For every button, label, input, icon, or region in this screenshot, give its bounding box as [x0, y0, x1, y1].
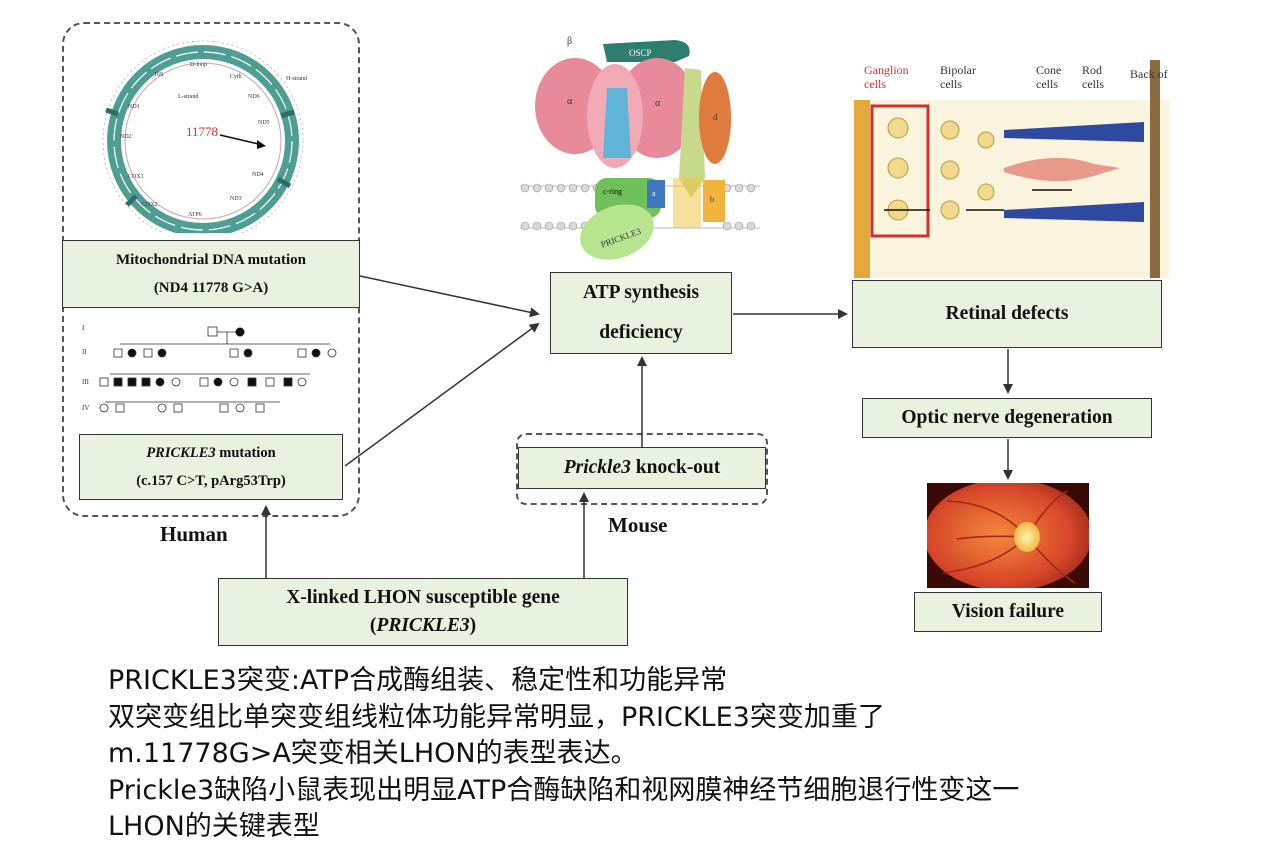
prickle3-knockout-label: Prickle3 knock-out [564, 457, 721, 479]
svg-text:16S: 16S [154, 72, 163, 78]
svg-text:ND4: ND4 [252, 172, 264, 178]
arrow-mtdna-to-atp [359, 275, 540, 318]
svg-text:COX1: COX1 [128, 174, 144, 180]
atp-synthase-illustration: OSCP β α α d c-ring a b PRICKLE3 [520, 36, 760, 260]
atp-label-a: a [652, 189, 656, 198]
pedigree-gen-3: III [82, 378, 90, 386]
retinal-defects-label: Retinal defects [945, 303, 1069, 324]
pedigree-gen-2: II [82, 348, 87, 356]
summary-text: PRICKLE3突变:ATP合成酶组装、稳定性和功能异常 双突变组比单突变组线粒… [108, 663, 1228, 846]
summary-line-4: Prickle3缺陷小鼠表现出明显ATP合酶缺陷和视网膜神经节细胞退行性变这一 [108, 774, 1020, 806]
mtdna-mutation-box: Mitochondrial DNA mutation (ND4 11778 G>… [62, 240, 360, 308]
retina-label-back: Back of eye [1130, 67, 1169, 81]
knockout-suffix: knock-out [630, 457, 721, 478]
prickle3-knockout-box: Prickle3 knock-out [518, 447, 766, 489]
optic-degeneration-label: Optic nerve degeneration [901, 407, 1113, 428]
prickle3-mutation-box: PRICKLE3 mutation (c.157 C>T, pArg53Trp) [79, 434, 343, 500]
atp-label-b: b [710, 195, 714, 204]
xlinked-gene-name: PRICKLE3 [376, 615, 470, 636]
mtdna-mutation-title: Mitochondrial DNA mutation [115, 252, 306, 268]
svg-text:Cytb: Cytb [230, 74, 242, 80]
prickle3-mutation-title: PRICKLE3 mutation [146, 439, 275, 467]
pedigree-gen-1: I [82, 324, 85, 332]
prickle3-mutation-suffix: mutation [215, 445, 276, 461]
knockout-gene-name: Prickle3 [563, 457, 631, 478]
fundus-image [927, 483, 1089, 588]
xlinked-open-paren: ( [369, 615, 377, 636]
svg-text:ATP6: ATP6 [188, 212, 202, 218]
atp-label-beta: β [567, 36, 572, 47]
atp-deficiency-line2: deficiency [599, 322, 683, 343]
atp-deficiency-line1: ATP synthesis [582, 282, 700, 303]
svg-text:ND6: ND6 [248, 94, 260, 100]
arrow-prickle-to-atp [344, 322, 540, 467]
xlinked-close-paren: ) [469, 615, 477, 636]
xlinked-gene-box: X-linked LHON susceptible gene (PRICKLE3… [218, 578, 628, 646]
pedigree-gen-4: IV [82, 404, 89, 412]
mouse-caption: Mouse [608, 513, 668, 537]
atp-label-oscp: OSCP [629, 48, 652, 58]
summary-line-1: PRICKLE3突变:ATP合成酶组装、稳定性和功能异常 [108, 665, 728, 696]
svg-text:D-loop: D-loop [190, 62, 207, 68]
xlinked-line1: X-linked LHON susceptible gene [286, 587, 560, 608]
atp-label-c-ring: c-ring [603, 187, 622, 196]
svg-text:COX2: COX2 [142, 202, 158, 208]
svg-text:ND5: ND5 [258, 120, 270, 126]
svg-text:H-strand: H-strand [286, 76, 307, 82]
summary-line-3: m.11778G>A突变相关LHON的表型表达。 [108, 738, 638, 769]
vision-failure-label: Vision failure [951, 601, 1065, 622]
pedigree-chart: I II III IV [82, 324, 337, 413]
summary-line-2: 双突变组比单突变组线粒体功能异常明显，PRICKLE3突变加重了 [108, 701, 885, 733]
vision-failure-box: Vision failure [914, 592, 1102, 632]
atp-label-alpha-right: α [655, 98, 661, 109]
mtdna-mutation-detail: (ND4 11778 G>A) [153, 280, 269, 296]
svg-text:L-strand: L-strand [178, 94, 198, 100]
atp-label-d: d [713, 112, 718, 122]
svg-text:ND3: ND3 [230, 196, 242, 202]
svg-text:ND2: ND2 [120, 134, 132, 140]
svg-text:ND1: ND1 [128, 104, 140, 110]
summary-line-5: LHON的关键表型 [108, 811, 320, 842]
xlinked-line2: (PRICKLE3) [370, 612, 476, 640]
prickle3-mutation-detail: (c.157 C>T, pArg53Trp) [136, 473, 286, 489]
mtdna-center-label: 11778 [186, 124, 218, 139]
atp-deficiency-box: ATP synthesis deficiency [550, 272, 732, 354]
atp-label-alpha-left: α [567, 96, 573, 107]
retinal-defects-box: Retinal defects [852, 280, 1162, 348]
prickle3-gene-name: PRICKLE3 [146, 445, 216, 461]
human-caption: Human [160, 522, 228, 546]
optic-degeneration-box: Optic nerve degeneration [862, 398, 1152, 438]
